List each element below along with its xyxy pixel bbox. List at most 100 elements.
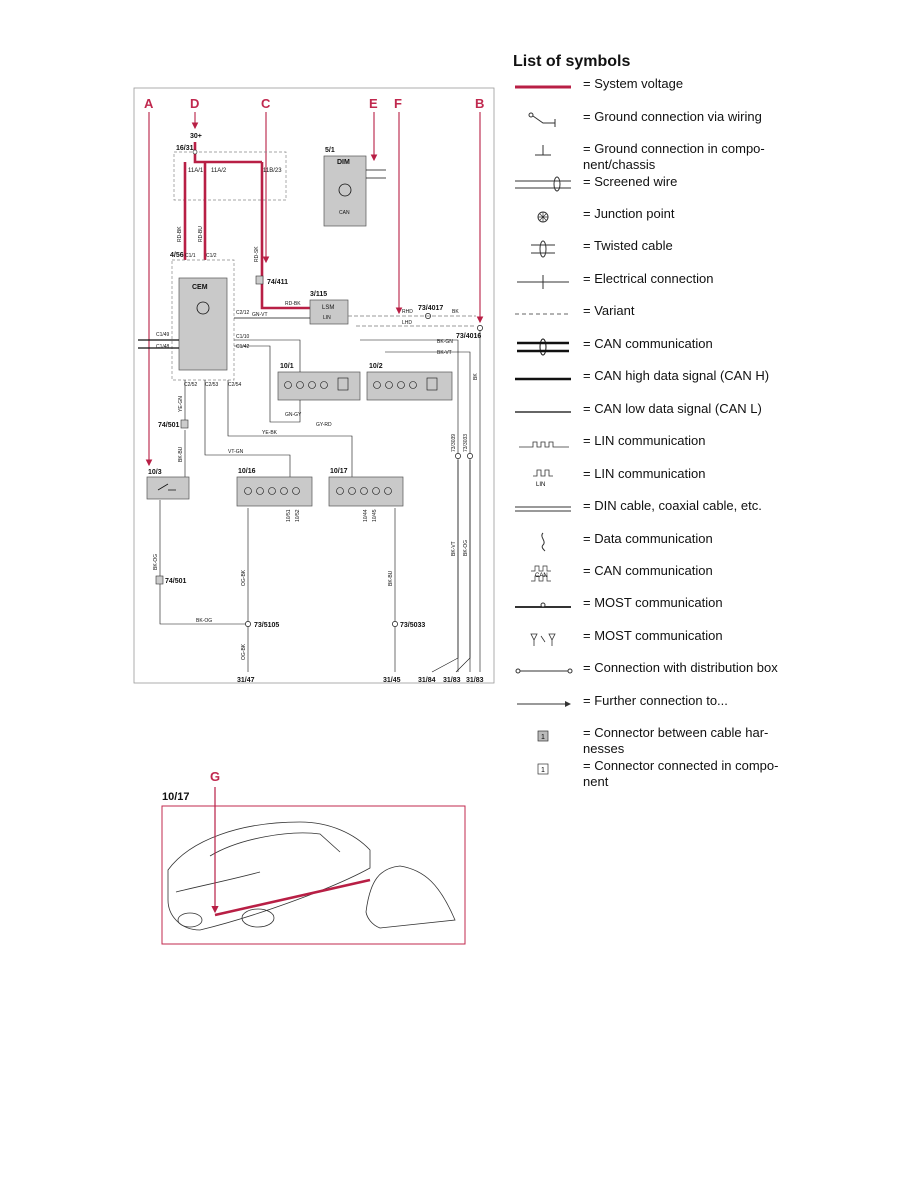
- ref-letter-e: E: [369, 96, 378, 111]
- wire-color-rdbk-1: RD-BK: [177, 226, 183, 242]
- lamp-sub-10-44: 10/44: [363, 509, 369, 522]
- lamp-bulb-icon: [336, 487, 344, 495]
- wire-color-gngy: GN-GY: [285, 412, 302, 418]
- wire-bkbu: [159, 500, 248, 625]
- lamp-10-1-id: 10/1: [280, 363, 294, 370]
- wire-color-vtgn: VT-GN: [228, 449, 244, 455]
- can-icon: CAN: [531, 565, 551, 582]
- relay-id: 10/3: [148, 469, 162, 476]
- connector-74-501-lower-label: 74/501: [165, 578, 187, 585]
- can-low-icon: [515, 411, 571, 413]
- ref-letter-f: F: [394, 96, 402, 111]
- svg-text:CAN: CAN: [535, 573, 548, 579]
- wire-color-rdbk-2: RD-BK: [285, 301, 301, 307]
- ref-letter-c: C: [261, 96, 271, 111]
- lin-icon: LIN: [533, 469, 553, 488]
- junction-73-3039: [455, 453, 461, 459]
- motor-icon: [337, 377, 349, 391]
- connector-74-411: [255, 275, 264, 285]
- lamp-bulb-icon: [385, 381, 393, 389]
- bus-label-rhd: RHD: [402, 309, 413, 315]
- junction-point-icon: [537, 211, 549, 223]
- dim-can-label: CAN: [339, 210, 350, 216]
- insert-frame: [161, 805, 466, 945]
- ref-letter-g: G: [210, 769, 220, 784]
- cem-pin-c1-42: C1/42: [236, 344, 250, 350]
- cem-id: 4/56: [170, 252, 184, 259]
- connector-74-501-lower: [155, 575, 164, 585]
- cem-pin-c2-52: C2/52: [184, 382, 198, 388]
- lamp-bulb-icon: [256, 487, 264, 495]
- connector-74-501-upper-label: 74/501: [158, 422, 180, 429]
- insert-location-line: [214, 878, 371, 917]
- fuse-box: [173, 151, 287, 201]
- lsm-name: LSM: [322, 305, 334, 311]
- dim-id: 5/1: [325, 147, 335, 154]
- ground-31-84: 31/84: [418, 677, 436, 684]
- motor-icon: [426, 377, 438, 391]
- wire-color-ogbk: OG-BK: [241, 569, 247, 586]
- lamp-bulb-icon: [373, 381, 381, 389]
- svg-text:1: 1: [541, 767, 545, 774]
- wire-color-gyrd: GY-RD: [316, 422, 332, 428]
- wire-color-bkgn: BK-GN: [437, 339, 453, 345]
- can-communication-icon: [517, 338, 569, 356]
- wire-color-rdbu: RD-BU: [198, 226, 204, 242]
- fuse-box-id: 16/31: [176, 145, 194, 152]
- lamp-sub-10-45: 10/45: [372, 509, 378, 522]
- cem-icon: [196, 301, 210, 315]
- lamp-bulb-icon: [409, 381, 417, 389]
- ref-letter-d: D: [190, 96, 199, 111]
- lamp-sub-10-52: 10/52: [295, 509, 301, 522]
- wire-color-bkog-1: BK-OG: [153, 554, 159, 570]
- junction-73-3033: [467, 453, 473, 459]
- svg-text:1: 1: [541, 734, 545, 741]
- lamp-10-16-id: 10/16: [238, 468, 256, 475]
- lamp-bulb-icon: [244, 487, 252, 495]
- cem-pin-c1-10: C1/10: [236, 334, 250, 340]
- junction-73-5033-label: 73/5033: [400, 622, 425, 629]
- wire-ground-83a: [455, 460, 471, 673]
- variant-icon: [515, 313, 571, 315]
- connector-component-icon: 1: [537, 763, 549, 775]
- lamp-bulb-icon: [292, 487, 300, 495]
- wire-vtgn: [204, 380, 291, 478]
- junction-73-4017-label: 73/4017: [418, 305, 443, 312]
- wire-ground-84: [431, 460, 459, 673]
- ground-31-47: 31/47: [237, 677, 255, 684]
- wire-color-bkvt-2: BK-VT: [451, 541, 457, 556]
- lamp-bulb-icon: [372, 487, 380, 495]
- lamp-bulb-icon: [280, 487, 288, 495]
- dim-wire: [366, 169, 386, 179]
- cem-module: [178, 277, 228, 371]
- cem-pin-c1-49: C1/49: [156, 332, 170, 338]
- wire-color-bkvt: BK-VT: [437, 350, 452, 356]
- relay-switch-icon: [157, 483, 176, 491]
- wire-color-rdsk: RD-SK: [254, 246, 260, 262]
- lamp-10-16: [236, 476, 313, 507]
- junction-73-4016: [477, 325, 483, 331]
- electrical-connection-icon: [517, 275, 569, 289]
- fuse-11b23: 11B/23: [263, 168, 282, 174]
- connector-74-501-upper: [180, 419, 189, 429]
- wire-color-bkog-2: BK-OG: [463, 540, 469, 556]
- junction-73-5033: [392, 621, 398, 627]
- lamp-bulb-icon: [348, 487, 356, 495]
- diagram-frame: [133, 87, 495, 684]
- ground-chassis-icon: [535, 145, 551, 156]
- lamp-bulb-icon: [268, 487, 276, 495]
- wire-to-lamp-10-2: [234, 345, 301, 423]
- can-high-icon: [515, 377, 571, 381]
- legend-title: List of symbols: [513, 53, 631, 70]
- junction-73-4017: [425, 313, 431, 319]
- lamp-bulb-icon: [296, 381, 304, 389]
- lamp-10-17: [328, 476, 404, 507]
- lamp-bulb-icon: [320, 381, 328, 389]
- dim-name: DIM: [337, 159, 350, 166]
- wire-color-yebk: YE-BK: [262, 430, 278, 436]
- lamp-10-2-id: 10/2: [369, 363, 383, 370]
- junction-73-5105: [245, 621, 251, 627]
- wire-color-bkbu: BK-BU: [178, 446, 184, 462]
- junction-73-4016-label: 73/4016: [456, 333, 481, 340]
